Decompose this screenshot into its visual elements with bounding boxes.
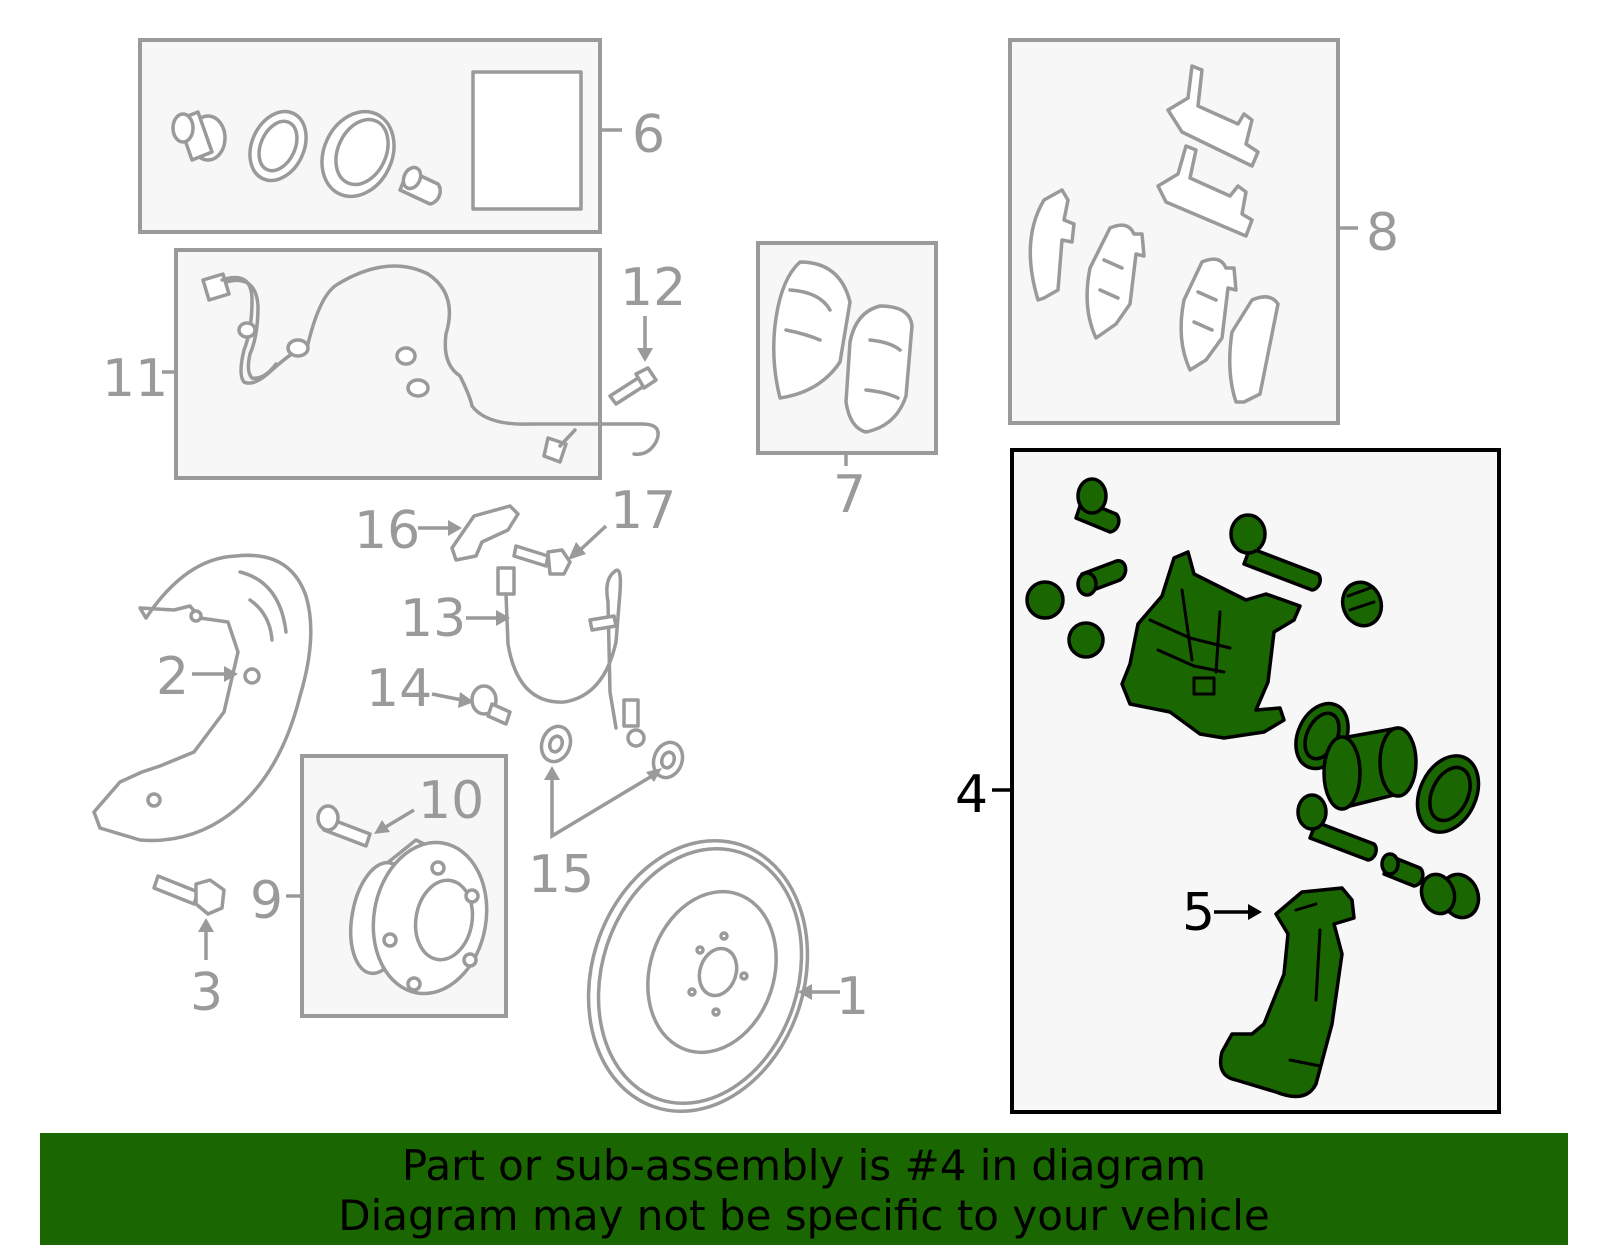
callout-7: 7 [833, 465, 866, 525]
bleeder-screw-part [1067, 621, 1105, 659]
caliper-support-part [1218, 886, 1356, 1099]
piston-boot-part-green [1415, 754, 1481, 834]
bolt-14-part [470, 684, 512, 726]
callout-1: 1 [836, 967, 869, 1027]
callout-2: 2 [156, 647, 189, 707]
caliper-body-part [1120, 550, 1302, 740]
caliper-bolt-upper-part [1074, 477, 1121, 534]
pin-boot-upper-part [1340, 580, 1384, 628]
brake-hose-13: 13 [400, 566, 646, 748]
hub-box-9: 10 9 [250, 754, 508, 1018]
callout-12: 12 [620, 258, 686, 318]
brake-pad-rear-part [844, 304, 914, 434]
grease-packet-part [471, 70, 583, 211]
bleeder-cap-part [1025, 580, 1065, 620]
pin-boot-lower-part [1419, 872, 1481, 920]
dust-seal-part [320, 109, 396, 199]
hardware-box-8: 8 [1008, 38, 1399, 425]
sensor-box-11: 11 [102, 248, 660, 480]
shim-outer-left-part [1028, 188, 1076, 302]
bolt-3-part [152, 874, 226, 916]
shield-bolt-3: 3 [152, 874, 226, 1023]
shim-inner-left-part [1085, 223, 1146, 340]
callout-15: 15 [528, 845, 594, 905]
hose-bracket-16: 16 [354, 501, 520, 562]
bracket-bolt-17: 17 [512, 481, 676, 576]
rotor-1-part [586, 838, 810, 1114]
callout-10: 10 [418, 771, 484, 831]
info-banner: Part or sub-assembly is #4 in diagram Di… [40, 1133, 1568, 1245]
banner-line-1: Part or sub-assembly is #4 in diagram [401, 1141, 1207, 1190]
callout-4: 4 [955, 765, 988, 825]
callout-6: 6 [632, 105, 665, 165]
callout-13: 13 [400, 589, 466, 649]
washers-15: 15 [528, 724, 685, 905]
callout-16: 16 [354, 501, 420, 561]
callout-17: 17 [610, 481, 676, 541]
piston-part [1322, 726, 1418, 811]
caliper-box-4: 4 5 [955, 448, 1501, 1114]
sensor-bolt-12: 12 [608, 258, 686, 406]
splash-shield-2: 2 [92, 553, 313, 843]
kit-box-6: 6 [138, 38, 665, 234]
seal-ring-part [248, 109, 308, 183]
bolt-17-part [512, 544, 572, 576]
banner-line-2: Diagram may not be specific to your vehi… [338, 1191, 1270, 1240]
callout-3: 3 [190, 963, 223, 1023]
anti-rattle-clip-lower-part [1156, 144, 1254, 238]
callout-11: 11 [102, 349, 168, 409]
callout-9: 9 [250, 871, 283, 931]
washer-left-part [539, 724, 573, 764]
union-bolt-14: 14 [366, 659, 512, 726]
callout-14: 14 [366, 659, 432, 719]
hub-bolt-10-part [316, 804, 372, 848]
hose-13-part [496, 566, 646, 748]
guide-pin-lower-part [1296, 793, 1378, 862]
abs-sensor-wire-part [201, 264, 660, 464]
callout-8: 8 [1366, 203, 1399, 263]
shim-inner-right-part [1179, 257, 1238, 372]
callout-5: 5 [1182, 883, 1215, 943]
bushing-part [1076, 559, 1128, 597]
sleeve-part [398, 165, 443, 206]
pads-box-7: 7 [756, 241, 938, 525]
brake-rotor-1: 1 [586, 838, 869, 1114]
sleeve-lower-part [1380, 852, 1425, 888]
shim-outer-right-part [1228, 295, 1280, 404]
piston-boot-part [171, 110, 227, 162]
guide-pin-upper-part [1229, 513, 1322, 592]
anti-rattle-clip-upper-part [1166, 64, 1260, 168]
shield-2-part [92, 553, 313, 843]
brake-pad-front-part [772, 260, 852, 400]
bracket-16-part [450, 504, 520, 562]
hub-bearing-part [349, 838, 489, 996]
bolt-12-part [608, 366, 658, 406]
